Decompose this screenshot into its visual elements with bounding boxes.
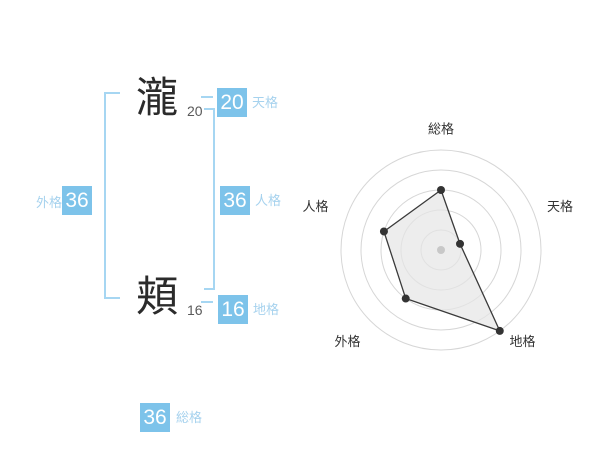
soukaku-value-badge: 36 xyxy=(140,403,170,432)
jinkaku-bracket-top-tick xyxy=(204,108,215,110)
tenkaku-label: 天格 xyxy=(252,95,279,110)
character-2: 頬 xyxy=(136,273,179,320)
outer-bracket-vertical xyxy=(104,92,106,299)
soukaku-label: 総格 xyxy=(176,410,203,425)
character-1-row: 瀧 20 xyxy=(136,74,203,121)
outer-bracket-top-tick xyxy=(104,92,120,94)
radar-axis-label: 人格 xyxy=(302,199,328,214)
radar-axis-label: 天格 xyxy=(547,199,573,214)
character-2-row: 頬 16 xyxy=(136,273,203,320)
jinkaku-bracket-bottom-tick xyxy=(204,288,215,290)
radar-axis-label: 地格 xyxy=(509,334,535,349)
gaikaku-value-badge: 36 xyxy=(62,186,92,215)
chikaku-label: 地格 xyxy=(253,302,280,317)
radar-axis-label: 総格 xyxy=(428,122,454,137)
tenkaku-value-badge: 20 xyxy=(217,88,247,117)
outer-bracket-bottom-tick xyxy=(104,297,120,299)
jinkaku-label: 人格 xyxy=(255,193,282,208)
chikaku-value-badge: 16 xyxy=(218,295,248,324)
character-1: 瀧 xyxy=(136,74,179,121)
jinkaku-bracket-vertical xyxy=(213,108,215,290)
character-1-strokes: 20 xyxy=(187,103,203,119)
tenkaku-tick xyxy=(201,96,213,98)
radar-axis-label: 外格 xyxy=(334,334,360,349)
gaikaku-label: 外格 xyxy=(36,195,63,210)
chikaku-tick xyxy=(201,301,213,303)
jinkaku-value-badge: 36 xyxy=(220,186,250,215)
character-2-strokes: 16 xyxy=(187,302,203,318)
